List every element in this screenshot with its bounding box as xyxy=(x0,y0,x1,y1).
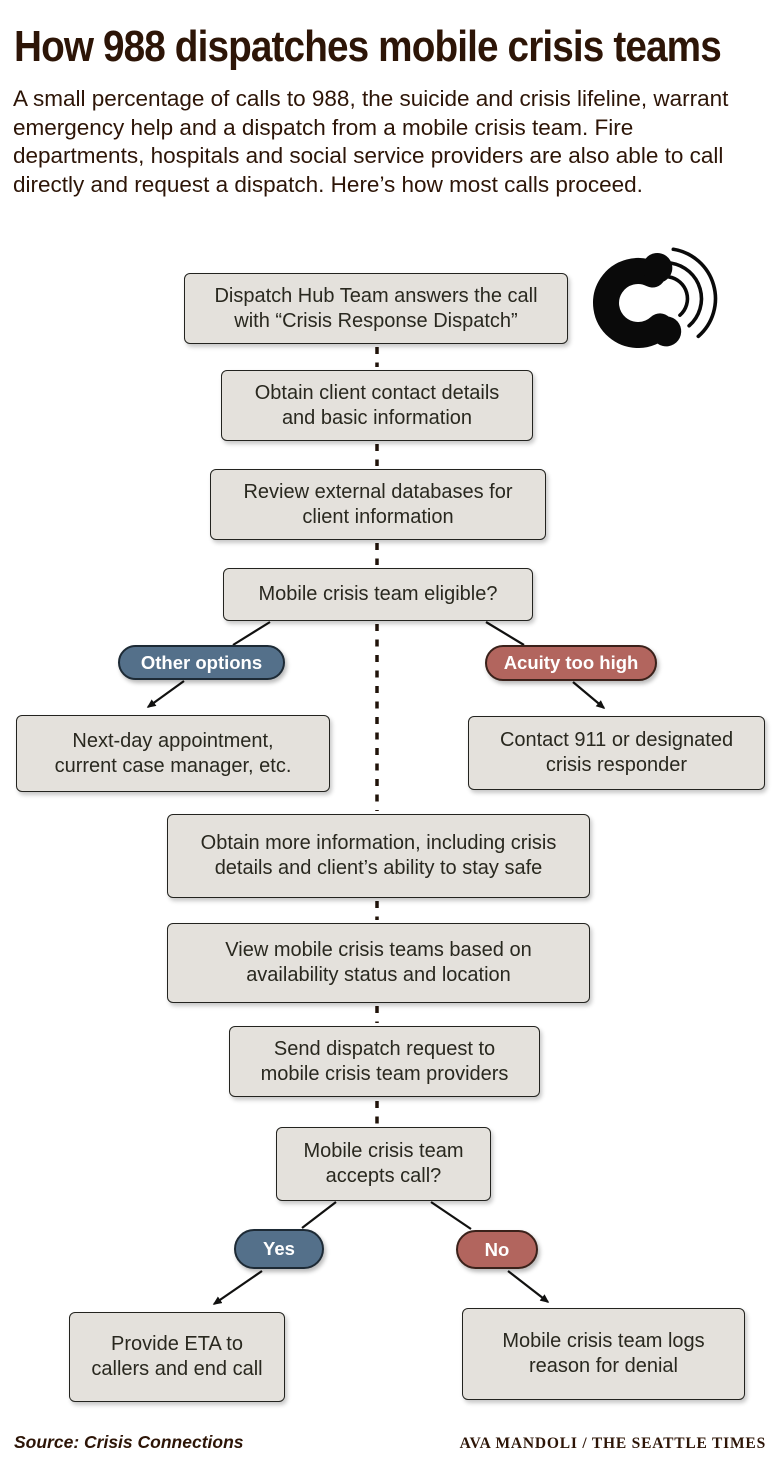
branch-line-no xyxy=(430,1201,472,1230)
source-credit: Source: Crisis Connections xyxy=(14,1432,244,1452)
flow-node-send-dispatch: Send dispatch request to mobile crisis t… xyxy=(229,1026,540,1097)
branch-arrow-yes xyxy=(212,1270,263,1305)
branch-line-yes xyxy=(301,1201,337,1229)
branch-label-no: No xyxy=(456,1230,538,1269)
flow-node-no-result: Mobile crisis team logs reason for denia… xyxy=(462,1308,745,1400)
intro-text: A small percentage of calls to 988, the … xyxy=(13,86,729,197)
branch-arrow-other-options xyxy=(146,680,185,708)
flow-node-accepts-question: Mobile crisis team accepts call? xyxy=(276,1127,491,1201)
flow-node-acuity-result: Contact 911 or designated crisis respond… xyxy=(468,716,765,790)
flow-node-other-options-result: Next-day appointment, current case manag… xyxy=(16,715,330,792)
branch-label-yes: Yes xyxy=(234,1229,324,1269)
flow-node-eligible-question: Mobile crisis team eligible? xyxy=(223,568,533,621)
page-title: How 988 dispatches mobile crisis teams xyxy=(14,22,722,71)
branch-line-left xyxy=(232,621,271,646)
flow-node-obtain-contact: Obtain client contact details and basic … xyxy=(221,370,533,441)
flow-node-more-info: Obtain more information, including crisi… xyxy=(167,814,590,898)
branch-line-right xyxy=(485,621,525,646)
branch-arrow-no xyxy=(507,1270,550,1303)
phone-ringing-icon xyxy=(593,247,718,348)
flow-node-yes-result: Provide ETA to callers and end call xyxy=(69,1312,285,1402)
flow-node-view-teams: View mobile crisis teams based on availa… xyxy=(167,923,590,1003)
flow-node-review-databases: Review external databases for client inf… xyxy=(210,469,546,540)
branch-label-acuity-too-high: Acuity too high xyxy=(485,645,657,681)
branch-label-other-options: Other options xyxy=(118,645,285,680)
byline-credit: AVA MANDOLI / THE SEATTLE TIMES xyxy=(459,1435,766,1452)
branch-arrow-acuity xyxy=(572,681,606,709)
flow-node-answer-call: Dispatch Hub Team answers the call with … xyxy=(184,273,568,344)
